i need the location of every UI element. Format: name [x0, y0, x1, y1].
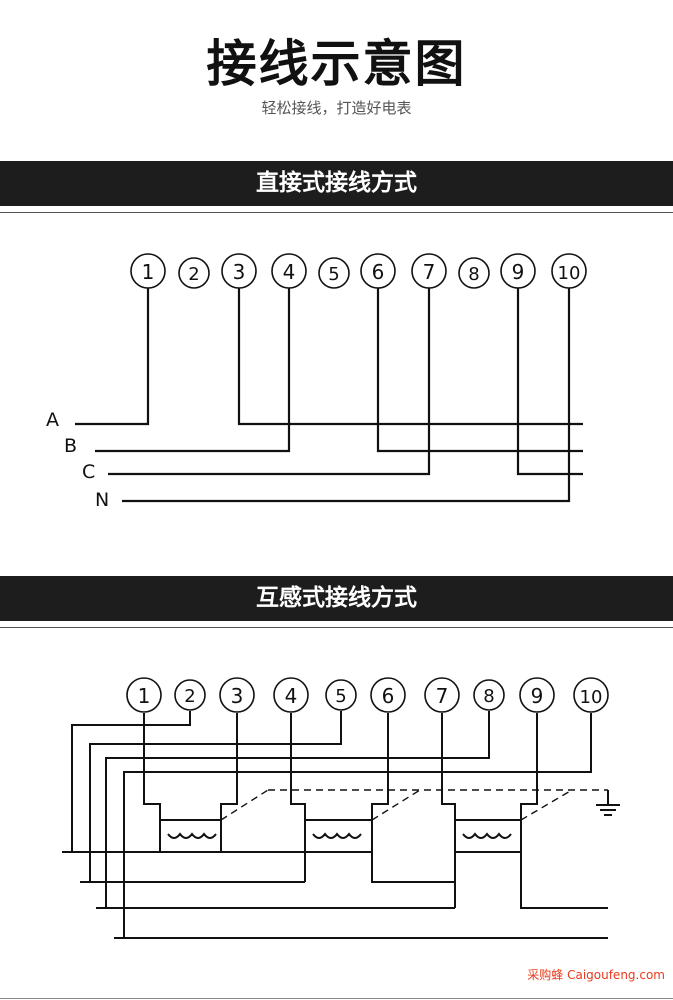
- line-c-in: [108, 288, 431, 476]
- tap-10: [123, 713, 592, 938]
- terminal-label: 1: [142, 260, 155, 284]
- line-a-out: [237, 288, 583, 426]
- terminal-3: [219, 677, 255, 713]
- page-title: 接线示意图: [206, 35, 467, 93]
- terminal-label: 9: [531, 684, 544, 708]
- terminal-label: 8: [483, 686, 494, 707]
- terminal-label: 3: [233, 260, 246, 284]
- ct-3: [454, 819, 522, 853]
- terminal-label: 10: [580, 687, 603, 708]
- terminal-10: [573, 677, 609, 713]
- terminal-6: [370, 677, 406, 713]
- terminal-2: [178, 257, 210, 289]
- page-subtitle: 轻松接线，打造好电表: [261, 99, 412, 117]
- terminal-1: [126, 677, 162, 713]
- line-c-out: [516, 288, 583, 476]
- ct2-lead-in: [290, 713, 306, 882]
- terminal-5: [325, 679, 357, 711]
- terminal-8: [473, 679, 505, 711]
- ct-1-coil: [167, 832, 217, 839]
- section-heading-ct: 互感式接线方式: [0, 576, 673, 621]
- terminal-label: 2: [188, 264, 199, 285]
- tap-2: [71, 711, 191, 852]
- tap-8: [105, 711, 490, 908]
- direct-wiring-diagram: 1 2 3 4 5 6 7 8 9 10 A B C N: [46, 253, 587, 511]
- bottom-divider: [0, 998, 673, 999]
- ct3-lead-out: [520, 713, 608, 909]
- terminal-7: [424, 677, 460, 713]
- terminal-2: [174, 679, 206, 711]
- ct-wiring-diagram: 1 2 3 4 5 6 7 8 9 10: [62, 677, 620, 939]
- ct1-lead-out: [220, 713, 305, 853]
- terminal-9: [519, 677, 555, 713]
- terminal-8: [458, 257, 490, 289]
- terminal-5: [318, 257, 350, 289]
- terminal-label: 4: [283, 260, 296, 284]
- line-b-in: [95, 288, 291, 453]
- terminal-label: 10: [558, 263, 581, 284]
- phase-label-b: B: [64, 435, 77, 457]
- terminal-label: 6: [372, 260, 385, 284]
- ground-dashed-lines: [220, 789, 608, 821]
- watermark: 采购蜂 Caigoufeng.com: [527, 968, 665, 982]
- ground-icon: [596, 790, 620, 816]
- line-n: [122, 288, 571, 503]
- ct-1: [159, 819, 222, 853]
- ct1-lead-in: [143, 713, 161, 852]
- terminal-label: 9: [512, 260, 525, 284]
- line-a-in: [75, 288, 150, 426]
- wiring-lines: [62, 711, 608, 939]
- terminal-label: 8: [468, 264, 479, 285]
- ct-2-coil: [312, 832, 362, 839]
- section-divider: [0, 212, 673, 213]
- tap-5: [89, 711, 342, 882]
- terminal-label: 2: [184, 686, 195, 707]
- section-divider: [0, 627, 673, 628]
- terminal-label: 4: [285, 684, 298, 708]
- phase-label-n: N: [95, 489, 109, 511]
- terminal-label: 5: [328, 264, 339, 285]
- phase-label-c: C: [82, 461, 95, 483]
- terminal-label: 5: [335, 686, 346, 707]
- terminal-4: [273, 677, 309, 713]
- ct-2: [304, 819, 373, 853]
- line-b-out: [376, 288, 583, 453]
- ct3-lead-in: [441, 713, 456, 908]
- wiring-lines: [75, 288, 583, 503]
- terminal-label: 1: [138, 684, 151, 708]
- terminal-row: [126, 677, 609, 713]
- ct-3-coil: [462, 832, 512, 839]
- ct2-lead-out: [371, 713, 455, 883]
- section-heading-direct: 直接式接线方式: [0, 161, 673, 206]
- terminal-label: 7: [436, 684, 449, 708]
- terminal-label: 3: [231, 684, 244, 708]
- current-transformers: [159, 819, 522, 853]
- phase-label-a: A: [46, 409, 59, 431]
- terminal-label: 6: [382, 684, 395, 708]
- terminal-label: 7: [423, 260, 436, 284]
